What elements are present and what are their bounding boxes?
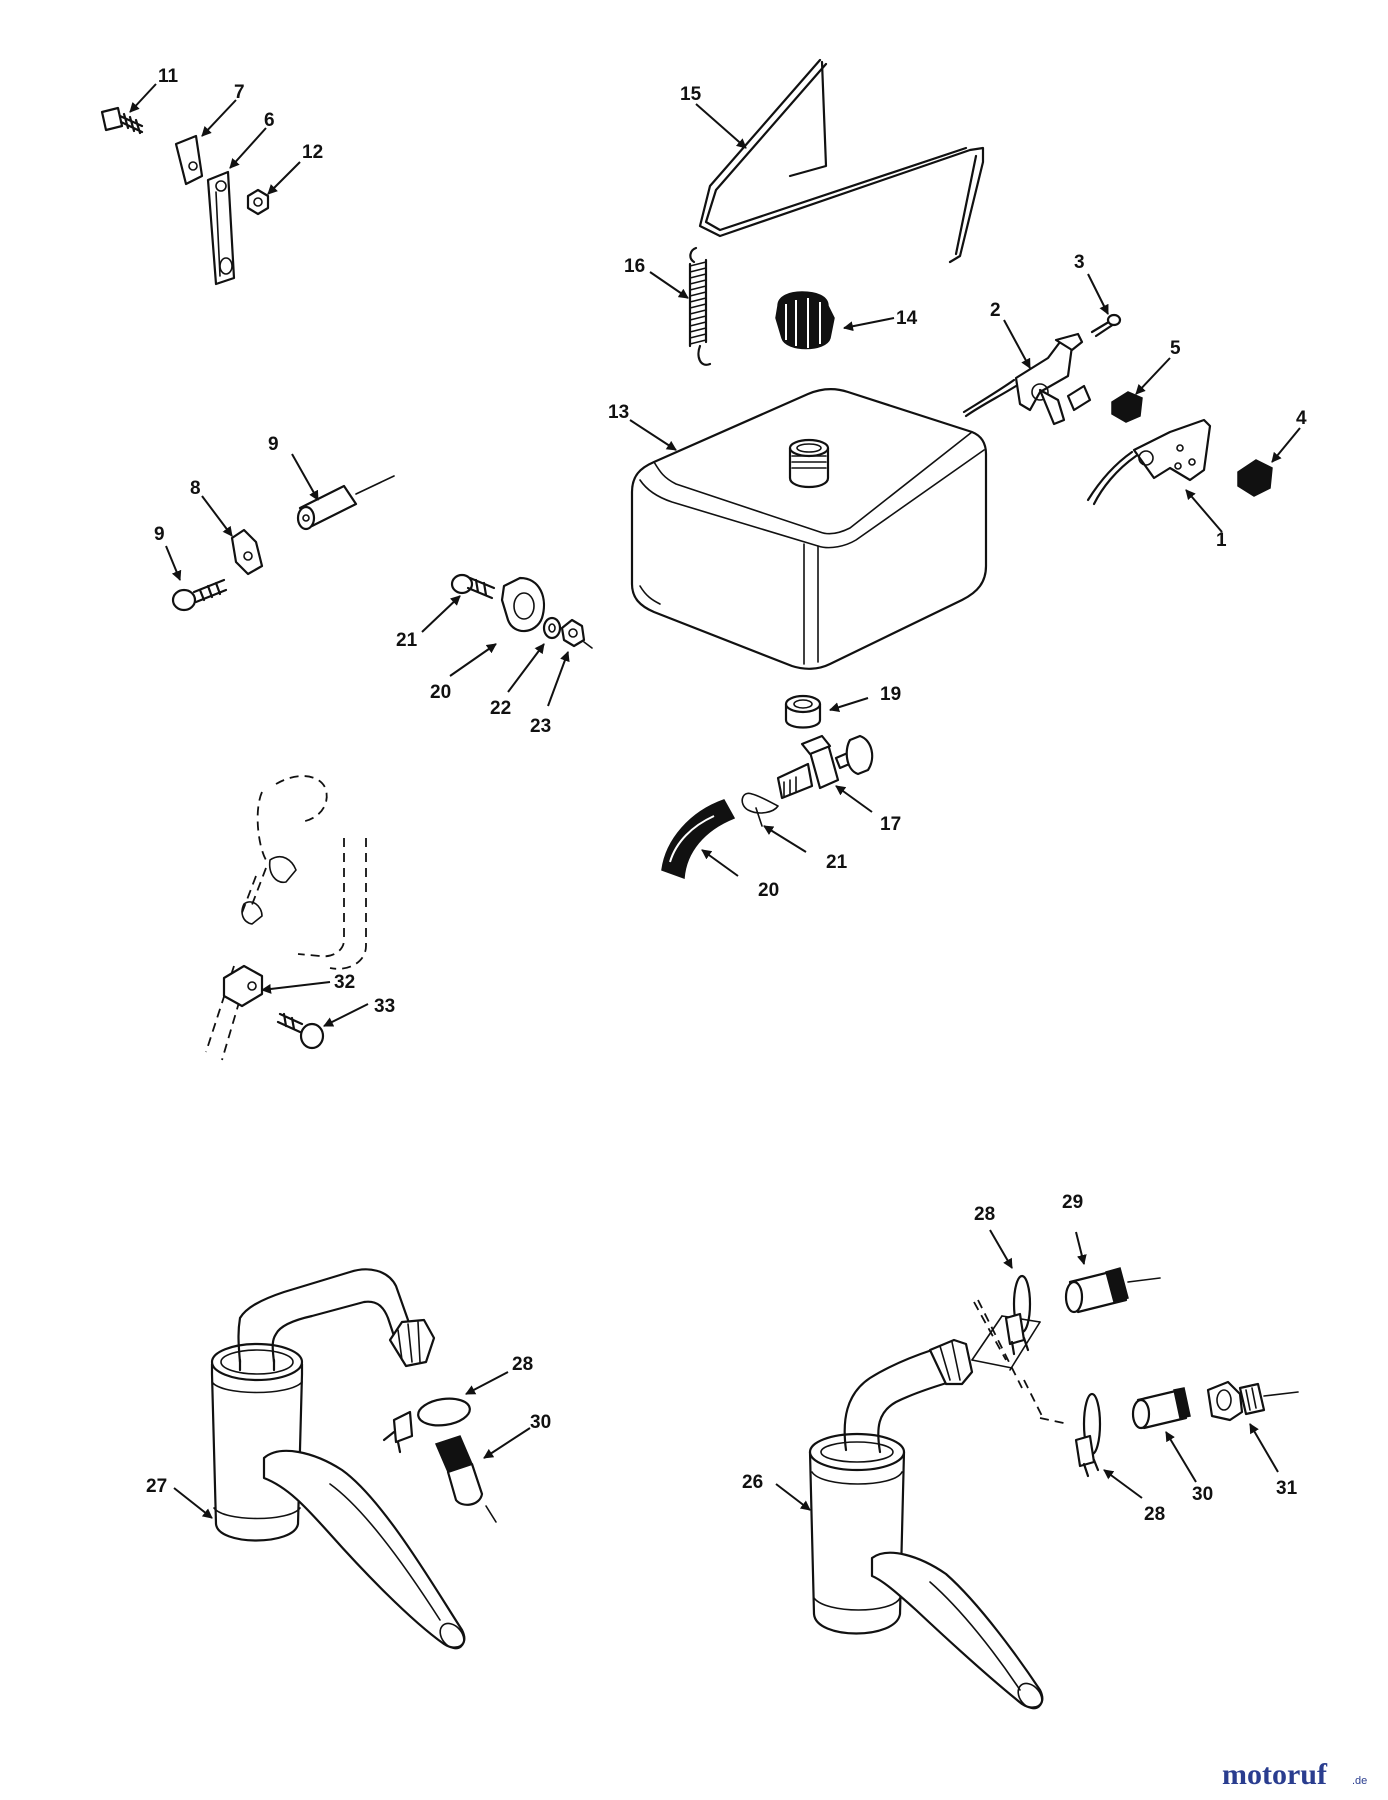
- callout-3: 3: [1074, 252, 1085, 273]
- callout-18: 17: [880, 814, 901, 835]
- clip-8: [230, 528, 264, 576]
- callout-8: 8: [190, 478, 201, 499]
- callout-33: 33: [374, 996, 395, 1017]
- callout-9: 9: [154, 524, 165, 545]
- muffler-26: [808, 1338, 1044, 1710]
- callout-12: 11: [158, 66, 179, 87]
- callout-2: 2: [990, 300, 1001, 321]
- watermark-suffix: .de: [1352, 1775, 1367, 1787]
- callout-22: 20: [430, 682, 451, 703]
- nut-13: [246, 188, 270, 216]
- callout-1: 1: [1216, 530, 1227, 551]
- callout-23: 21: [396, 630, 418, 651]
- callout-29: 29: [1062, 1192, 1083, 1213]
- leader-lines: [129, 83, 1301, 1519]
- callout-28-top: 28: [974, 1204, 995, 1225]
- callout-19: 19: [880, 684, 901, 705]
- knob-5: [1111, 391, 1143, 423]
- callout-30-left: 30: [530, 1412, 551, 1433]
- callout-28-bottom: 28: [1144, 1504, 1165, 1525]
- nut-25: [560, 618, 593, 649]
- clamp-32: [222, 964, 264, 1008]
- shutoff-valve-18: [776, 734, 874, 800]
- screw-9: [171, 578, 228, 612]
- fuel-tank-14: [630, 388, 988, 670]
- bushing-19: [784, 694, 822, 729]
- clip-21: [741, 792, 779, 827]
- clamp-28-lower-right: [1074, 1392, 1102, 1478]
- callout-15: 14: [896, 308, 918, 329]
- washer-24: [542, 616, 562, 640]
- callout-labels: 11 7 6 12 15 16 14 2 3 5 4 1 13 9 8 9 21…: [146, 66, 1307, 1525]
- ghost-frame-lines: [205, 775, 367, 1061]
- callout-32: 32: [334, 972, 355, 993]
- strap-6: [206, 170, 236, 286]
- clamp-22: [500, 576, 546, 633]
- screw-3: [1090, 313, 1122, 338]
- fuel-cap-15: [775, 291, 835, 350]
- callout-4: 4: [1296, 408, 1307, 429]
- wire-rod-16: [698, 58, 985, 264]
- callout-24: 22: [490, 698, 511, 719]
- clamp-28-upper-right: [1004, 1274, 1032, 1356]
- spring-17: [688, 246, 712, 366]
- callout-14: 13: [608, 402, 629, 423]
- screw-33: [276, 1012, 325, 1050]
- callout-11: 9: [268, 434, 279, 455]
- callout-20: 20: [758, 880, 779, 901]
- muffler-27: [210, 1268, 466, 1650]
- callout-28-left: 28: [512, 1354, 533, 1375]
- callout-5: 5: [1170, 338, 1181, 359]
- callout-30-right: 30: [1192, 1484, 1213, 1505]
- callout-16: 15: [680, 84, 702, 105]
- callout-7: 7: [234, 82, 245, 103]
- callout-26: 26: [742, 1472, 763, 1493]
- callout-13: 12: [302, 142, 323, 163]
- callout-25: 23: [530, 716, 551, 737]
- spacer-11: [296, 475, 395, 531]
- nipple-30-left: [434, 1435, 497, 1523]
- screw-12: [100, 106, 144, 135]
- nipple-29: [1064, 1267, 1161, 1314]
- watermark-brand: motoruf: [1222, 1758, 1328, 1791]
- callout-6: 6: [264, 110, 275, 131]
- nipple-30-right: [1131, 1387, 1191, 1430]
- clamp-28-left: [382, 1397, 471, 1454]
- knob-4: [1237, 459, 1273, 497]
- callout-31: 31: [1276, 1478, 1298, 1499]
- control-bracket-1: [1086, 418, 1212, 506]
- control-bracket-2: [962, 332, 1092, 426]
- fuel-hose-20: [661, 799, 736, 880]
- callout-27: 27: [146, 1476, 167, 1497]
- callout-21: 21: [826, 852, 848, 873]
- screw-23: [450, 573, 496, 600]
- clip-7: [174, 134, 204, 186]
- callout-17: 16: [624, 256, 645, 277]
- elbow-31: [1206, 1380, 1299, 1422]
- watermark-logo: motoruf .de: [1222, 1758, 1367, 1791]
